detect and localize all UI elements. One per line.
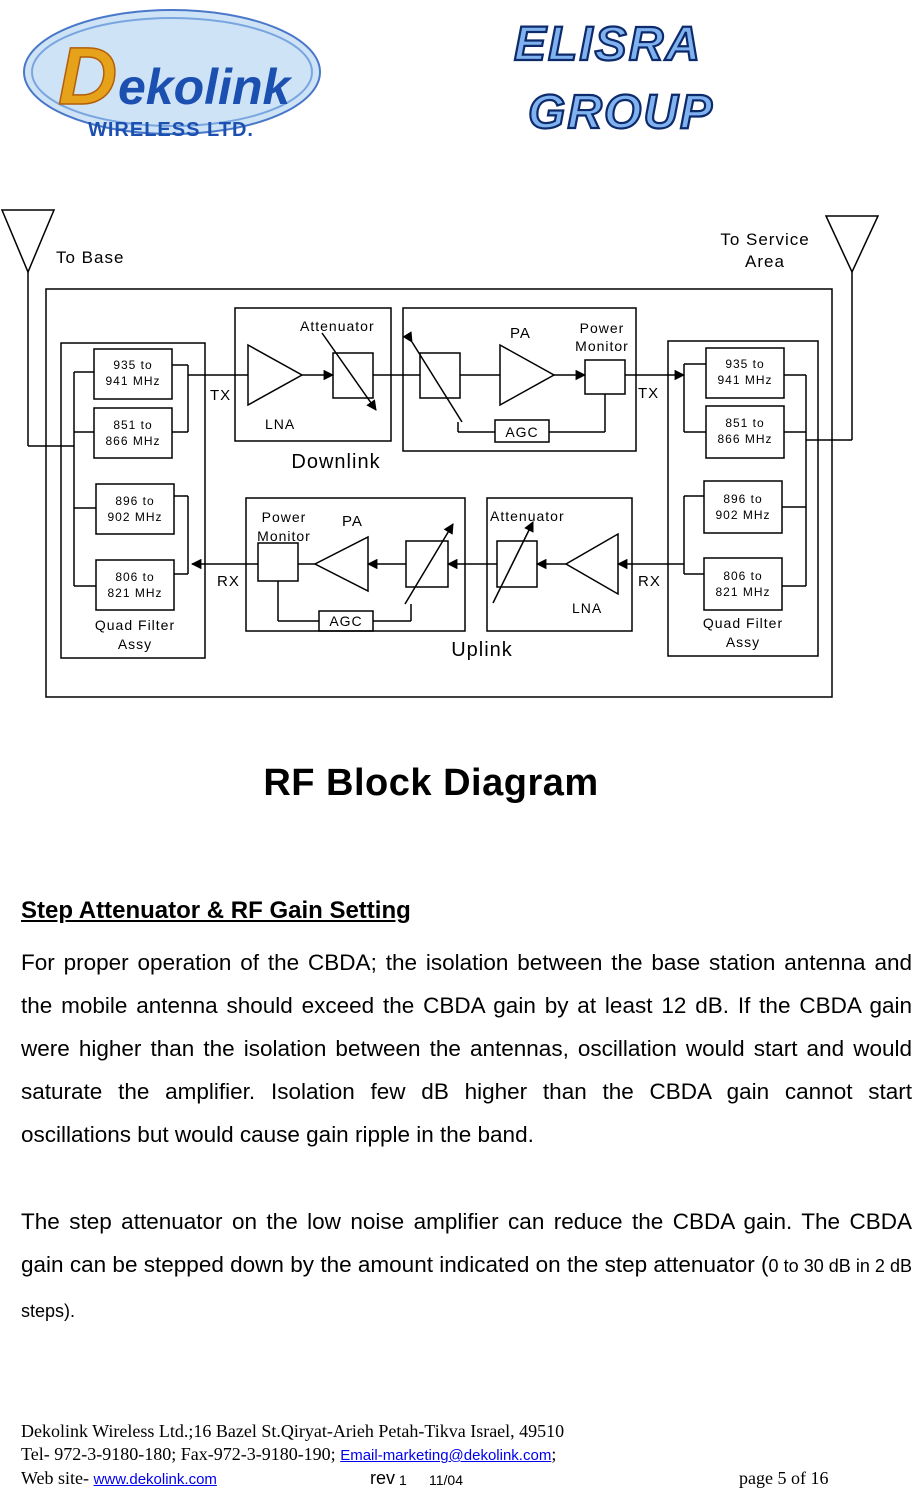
section-heading: Step Attenuator & RF Gain Setting	[21, 897, 411, 924]
dekolink-logo: D ekolink WIRELESS LTD.	[23, 9, 321, 141]
svg-text:AGC: AGC	[505, 424, 538, 440]
svg-text:ekolink: ekolink	[118, 59, 292, 115]
svg-text:902 MHz: 902 MHz	[715, 508, 770, 522]
svg-text:851 to: 851 to	[113, 418, 152, 432]
uplink-pa-icon	[313, 535, 369, 593]
svg-text:PA: PA	[342, 513, 363, 530]
svg-text:866 MHz: 866 MHz	[105, 434, 160, 448]
right-filter-806	[703, 557, 783, 611]
svg-text:AGC: AGC	[329, 613, 362, 629]
page-title: RF Block Diagram	[263, 762, 599, 804]
svg-text:821 MHz: 821 MHz	[715, 585, 770, 599]
left-filter-935	[93, 348, 173, 400]
svg-text:PA: PA	[510, 325, 531, 342]
svg-text:821 MHz: 821 MHz	[107, 586, 162, 600]
base-antenna-icon	[0, 209, 56, 274]
to-service-label-2: Area	[745, 252, 785, 271]
revision-label: rev	[370, 1468, 396, 1488]
elisra-logo: ELISRA GROUP	[513, 17, 714, 140]
left-filter-806	[95, 559, 175, 611]
svg-text:ELISRA: ELISRA	[514, 18, 702, 71]
svg-text:LNA: LNA	[572, 600, 602, 616]
right-quad-filter-assy	[667, 340, 819, 657]
svg-text:D: D	[58, 31, 117, 122]
downlink-pa-icon	[499, 343, 556, 407]
right-rx-label: RX	[638, 573, 661, 590]
service-antenna-icon	[824, 215, 880, 274]
svg-text:851 to: 851 to	[725, 416, 764, 430]
footer-contact: Tel- 972-3-9180-180; Fax-972-3-9180-190;…	[21, 1444, 557, 1464]
to-base-label: To Base	[56, 248, 124, 267]
svg-text:806 to: 806 to	[115, 570, 154, 584]
svg-text:Quad Filter: Quad Filter	[703, 615, 783, 631]
diagram-frame	[45, 288, 833, 698]
uplink-label: Uplink	[451, 639, 513, 661]
right-tx-label: TX	[638, 385, 659, 402]
svg-text:LNA: LNA	[265, 416, 295, 432]
svg-text:896 to: 896 to	[115, 494, 154, 508]
svg-text:Monitor: Monitor	[257, 528, 311, 544]
downlink-pa-attenuator	[419, 352, 461, 399]
left-filter-851	[93, 407, 173, 459]
svg-text:941 MHz: 941 MHz	[717, 373, 772, 387]
svg-text:806 to: 806 to	[723, 569, 762, 583]
uplink-pa-attenuator	[405, 540, 449, 588]
footer-website-row: Web site- www.dekolink.com rev 1 11/04 p…	[21, 1467, 845, 1491]
svg-text:896 to: 896 to	[723, 492, 762, 506]
svg-text:WIRELESS LTD.: WIRELESS LTD.	[88, 119, 254, 141]
downlink-lna-icon	[247, 343, 304, 407]
right-filter-935	[705, 347, 785, 399]
svg-text:935 to: 935 to	[113, 358, 152, 372]
uplink-attenuator	[496, 540, 538, 588]
revision-number: 1	[399, 1472, 407, 1488]
svg-text:Quad Filter: Quad Filter	[95, 617, 175, 633]
svg-text:Monitor: Monitor	[575, 338, 629, 354]
paragraph-isolation: For proper operation of the CBDA; the is…	[21, 950, 912, 1147]
svg-text:866 MHz: 866 MHz	[717, 432, 772, 446]
downlink-agc	[494, 419, 550, 443]
svg-text:Attenuator: Attenuator	[300, 318, 375, 334]
downlink-pa-block	[402, 307, 637, 452]
left-filter-896	[95, 483, 175, 535]
svg-text:941 MHz: 941 MHz	[105, 374, 160, 388]
downlink-label: Downlink	[291, 451, 380, 473]
to-service-label: To Service	[720, 230, 809, 249]
right-filter-896	[703, 480, 783, 534]
footer-address: Dekolink Wireless Ltd.;16 Bazel St.Qirya…	[21, 1421, 565, 1441]
page-number: page 5 of 16	[739, 1468, 829, 1488]
rf-block-diagram: To Base To Service Area 935 to 941 MHz 8…	[0, 209, 880, 698]
svg-text:935 to: 935 to	[725, 357, 764, 371]
paragraph-step-attenuator: The step attenuator on the low noise amp…	[21, 1209, 912, 1321]
svg-text:Assy: Assy	[118, 636, 152, 652]
left-rx-label: RX	[217, 573, 240, 590]
svg-text:Power: Power	[262, 509, 307, 525]
downlink-power-monitor	[584, 359, 626, 395]
footer-email-link[interactable]: Email-marketing@dekolink.com	[340, 1447, 552, 1464]
svg-text:Power: Power	[580, 320, 625, 336]
svg-text:Attenuator: Attenuator	[490, 508, 565, 524]
svg-text:902 MHz: 902 MHz	[107, 510, 162, 524]
svg-text:GROUP: GROUP	[528, 86, 714, 139]
uplink-lna-icon	[564, 532, 619, 596]
left-quad-filter-assy	[60, 342, 206, 659]
downlink-attenuator	[332, 352, 374, 399]
left-tx-label: TX	[210, 387, 231, 404]
svg-text:Assy: Assy	[726, 634, 760, 650]
footer-website-link[interactable]: www.dekolink.com	[93, 1471, 217, 1488]
uplink-power-monitor	[257, 542, 299, 582]
revision-date: 11/04	[429, 1472, 463, 1488]
